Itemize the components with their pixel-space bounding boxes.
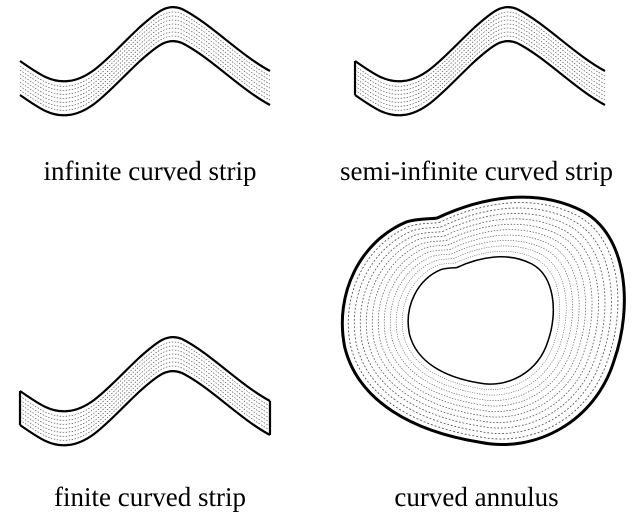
caption-infinite-strip: infinite curved strip (43, 156, 257, 186)
annulus-hatching (347, 201, 619, 440)
semi-infinite-strip-diagram (353, 5, 607, 117)
caption-semi-infinite-strip: semi-infinite curved strip (340, 156, 613, 186)
strip-lower-boundary (353, 39, 607, 117)
annulus-diagram (340, 195, 626, 447)
infinite-strip-diagram (18, 5, 272, 117)
annulus-outer-boundary (340, 195, 626, 447)
strip-hatching (354, 11, 606, 111)
strip-lower-boundary (18, 369, 272, 447)
strip-hatching (19, 11, 271, 111)
caption-finite-strip: finite curved strip (54, 482, 246, 512)
strip-hatching (19, 341, 271, 441)
caption-curved-annulus: curved annulus (394, 482, 559, 512)
finite-strip-diagram (18, 335, 272, 447)
strip-lower-boundary (18, 39, 272, 117)
annulus-inner-boundary (407, 255, 555, 385)
